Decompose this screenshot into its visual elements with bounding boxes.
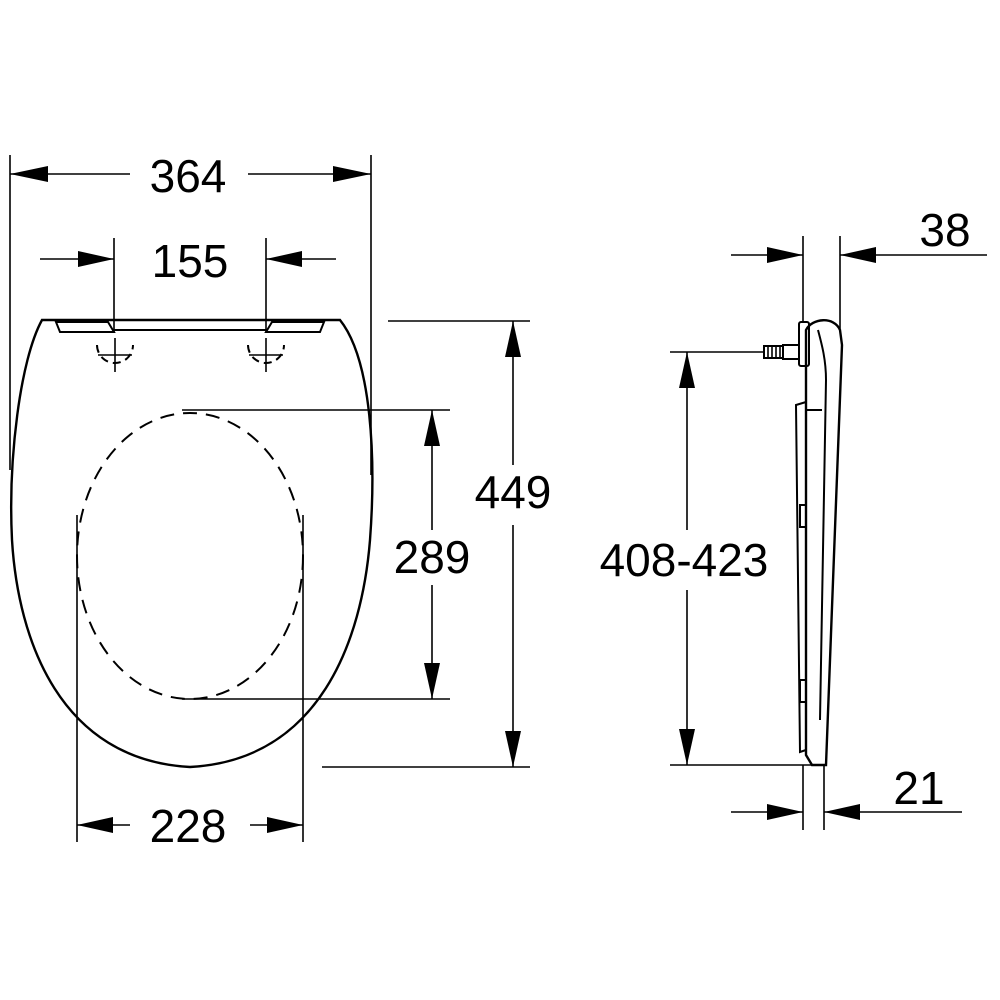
side-view: 408-423 38 21: [600, 204, 987, 830]
fixing-hole-right: [247, 338, 285, 372]
opening-width-label: 228: [150, 800, 227, 852]
overall-height-label: 38: [919, 204, 970, 256]
seat-outline: [10, 318, 374, 769]
dim-opening-length-289: 289: [182, 409, 471, 700]
dim-fixing-range-408-423: 408-423: [600, 351, 812, 766]
width-label: 364: [150, 150, 227, 202]
dim-height-38: 38: [731, 204, 987, 330]
dim-length-449: 449: [322, 320, 552, 768]
fixing-hole-left: [96, 338, 134, 372]
seat-thickness-label: 21: [893, 762, 944, 814]
hinge-plate-right: [264, 321, 326, 333]
seat-length-label: 449: [475, 466, 552, 518]
hole-spacing-label: 155: [152, 235, 229, 287]
dim-width-364: 364: [9, 150, 372, 475]
fixing-range-label: 408-423: [600, 534, 769, 586]
dim-thickness-21: 21: [731, 762, 962, 830]
front-view: 364 155 449: [9, 150, 552, 852]
opening-length-label: 289: [394, 531, 471, 583]
hinge-bolt: [763, 321, 810, 367]
dim-opening-width-228: 228: [76, 515, 304, 852]
dim-hole-spacing-155: 155: [40, 235, 336, 332]
